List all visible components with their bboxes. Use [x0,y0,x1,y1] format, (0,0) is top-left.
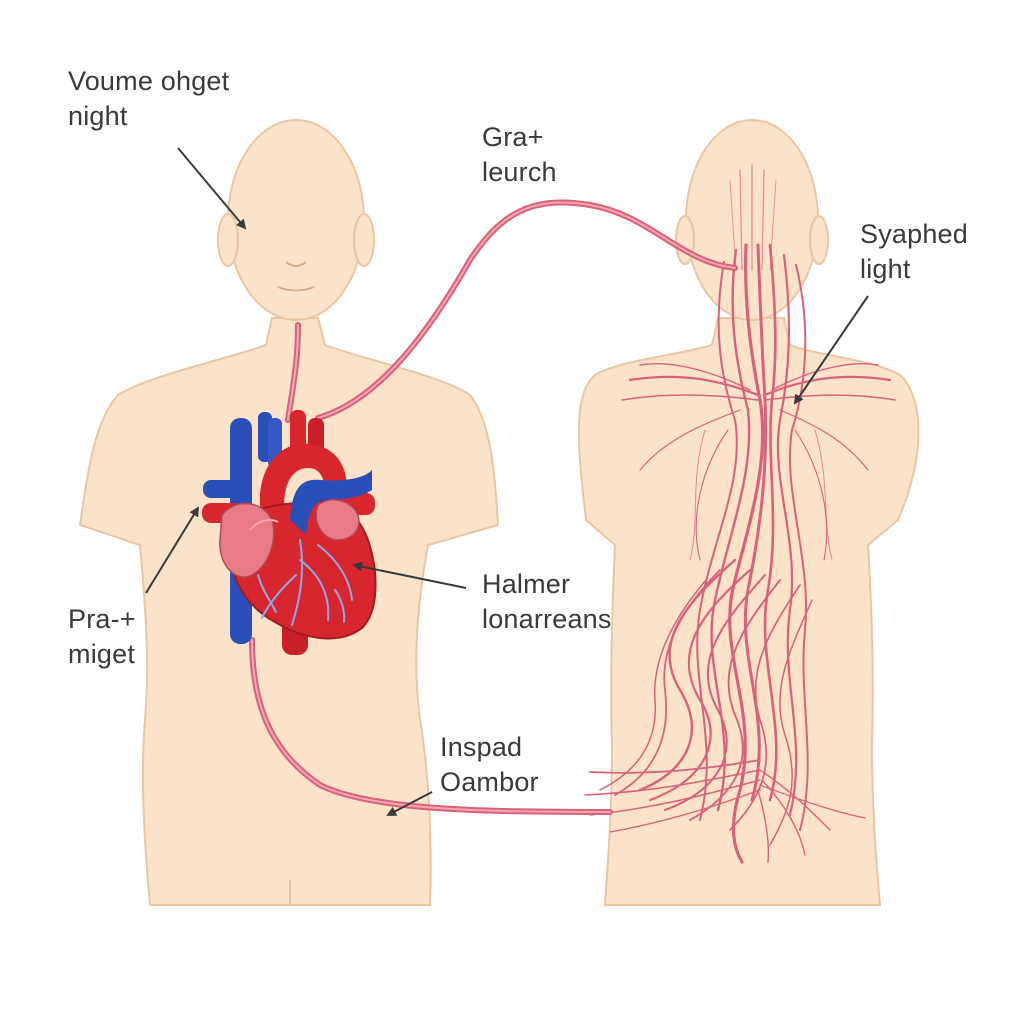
heart-highlight [249,519,279,531]
neck-nerve-highlight [287,324,299,421]
front-nose [285,261,307,267]
label-top-nerve-line1: Gra+ [482,122,544,152]
label-spine-line1: Syaphed [860,219,968,249]
label-left-vessel-line1: Pra-+ [68,604,136,634]
pulmonary-trunk [290,470,372,535]
label-spine: Syaphed light [860,217,968,287]
lower-connecting-nerve-highlight [251,639,611,813]
vein-branch-left [203,480,239,498]
heart-illustration [202,410,377,655]
arrow-head-label [177,147,247,230]
label-lower-nerve: Inspad Oambor [440,730,539,800]
front-right-ear [353,213,375,267]
label-heart-line1: Halmer [482,569,571,599]
label-heart-line2: lonarreans [482,604,612,635]
arrow-lower-label [386,791,433,816]
label-arrows [145,147,869,816]
upper-connecting-nerve-highlight [317,201,736,419]
arrow-spine-label [793,295,869,405]
spinal-nerve-network [584,164,896,864]
label-left-vessel-line2: miget [68,639,136,670]
label-head-line2: night [68,101,128,132]
arrow-left-label [145,506,200,594]
label-spine-line2: light [860,254,911,285]
label-heart: Halmer lonarreans [482,567,612,637]
label-head-line1: Voume ohget [68,66,230,96]
arrow-heart-label [352,561,467,589]
back-torso-silhouette [577,317,920,906]
label-head: Voume ohget night [68,64,229,134]
front-left-ear [217,213,239,267]
right-atrium [315,499,360,541]
front-mouth [277,286,315,292]
label-top-nerve-line2: leurch [482,157,557,188]
label-lower-nerve-line2: Oambor [440,767,539,798]
label-left-vessel: Pra-+ miget [68,602,136,672]
label-top-nerve: Gra+ leurch [482,120,557,190]
back-right-ear [809,215,829,265]
label-lower-nerve-line1: Inspad [440,732,523,762]
connecting-nerves [249,199,738,815]
coronary-vessels [257,539,353,626]
